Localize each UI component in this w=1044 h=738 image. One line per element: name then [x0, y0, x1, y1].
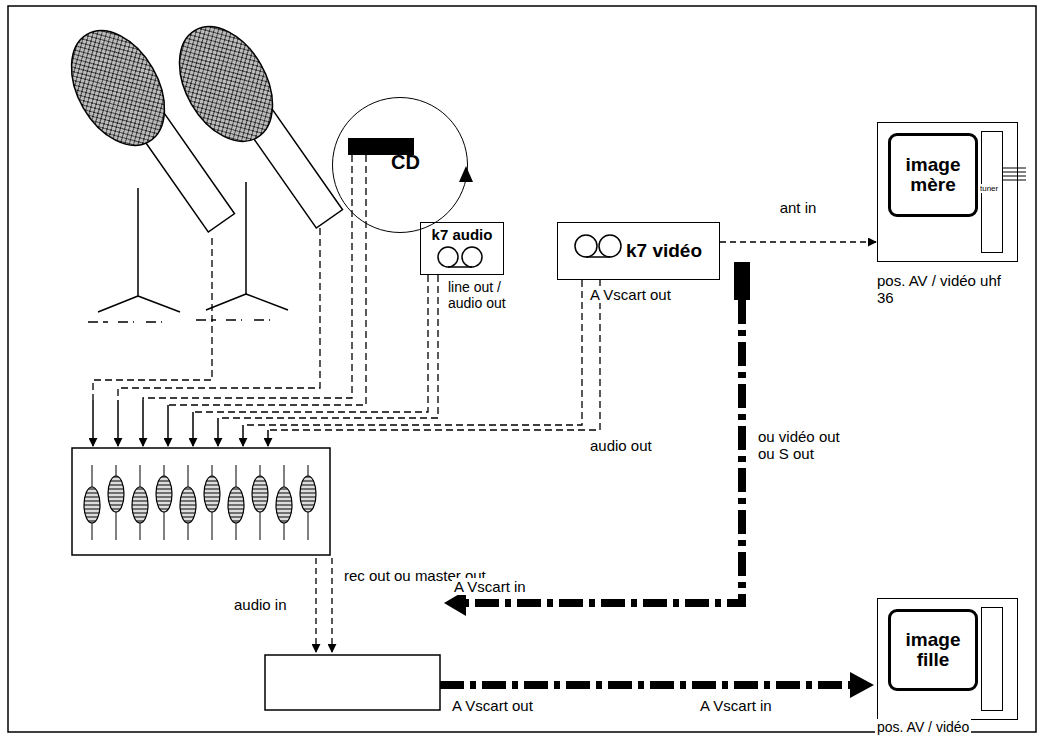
microphone-stand — [206, 182, 288, 310]
audio-cable — [268, 280, 600, 430]
port-label: audio in — [232, 596, 289, 613]
input-arrow — [92, 400, 94, 446]
node-label: k7 audio — [421, 227, 503, 243]
audio-cable — [93, 238, 212, 400]
tv-screen: image mère — [888, 133, 978, 217]
port-label: pos. AV / vidéo uhf 36 — [875, 272, 1004, 307]
input-arrow — [117, 400, 119, 446]
tape — [586, 256, 610, 258]
fader-knob — [84, 487, 100, 523]
port-label: audio out — [588, 437, 654, 454]
audio-cable — [243, 280, 582, 425]
audio-cable — [218, 275, 438, 418]
audio-cable — [118, 228, 320, 400]
fader-knob — [300, 476, 316, 512]
microphone — [160, 10, 342, 320]
port-label: pos. AV / vidéo — [875, 719, 971, 735]
mixing-desk — [72, 448, 330, 555]
video-cassette-player: k7 vidéo — [557, 222, 720, 280]
input-arrow — [192, 412, 194, 446]
fader-knob — [108, 476, 124, 512]
port-label: A Vscart out — [588, 286, 673, 303]
microphone-head — [52, 14, 183, 161]
port-label: ou vidéo out ou S out — [756, 428, 860, 463]
tv-control-panel — [981, 607, 1003, 711]
input-arrow — [242, 425, 244, 446]
reel — [462, 247, 482, 267]
audio-cable — [331, 558, 332, 652]
audio-cassette-deck: k7 audio — [420, 222, 504, 275]
fader-knob — [252, 476, 268, 512]
video-recorder — [265, 655, 440, 710]
antenna-cable — [720, 241, 876, 242]
scart-arrowhead — [850, 672, 874, 698]
microphone-base — [88, 321, 162, 323]
microphone-base — [196, 319, 270, 321]
input-arrow — [267, 430, 269, 446]
tv-screen: image fille — [888, 609, 978, 691]
frame-border — [8, 6, 1036, 732]
microphone-head — [160, 10, 291, 157]
port-label: line out / audio out — [446, 279, 534, 311]
scart-cable — [440, 681, 850, 689]
cassette-reels — [285, 235, 621, 694]
reel — [599, 235, 621, 257]
scart-plug — [734, 262, 750, 300]
cd-disc: CD — [332, 97, 468, 233]
fader-knob — [276, 487, 292, 523]
input-arrow — [142, 400, 144, 446]
reel — [438, 247, 458, 267]
node-label: CD — [391, 152, 420, 173]
fader-knob — [156, 476, 172, 512]
television: image fille — [877, 598, 1018, 720]
audio-cable — [143, 155, 352, 400]
fader-knob — [204, 476, 220, 512]
port-label: A Vscart in — [698, 697, 774, 714]
port-label: A Vscart in — [452, 578, 528, 595]
audio-cable — [193, 275, 428, 412]
fader-row — [84, 465, 316, 540]
port-label: A Vscart out — [450, 697, 535, 714]
port-label: tuner — [980, 184, 998, 193]
microphone-stand — [98, 188, 180, 312]
audio-cable — [315, 558, 316, 652]
fader-knob — [132, 487, 148, 523]
rotation-arrow — [459, 166, 473, 182]
audio-cables — [93, 155, 600, 430]
fader-knob — [180, 487, 196, 523]
input-arrow — [167, 405, 169, 446]
node-label: image fille — [893, 630, 973, 670]
mixer-inputs — [93, 400, 268, 446]
reel — [575, 235, 597, 257]
scart-cable — [462, 300, 742, 603]
node-label: k7 vidéo — [626, 241, 702, 261]
fader-knob — [228, 487, 244, 523]
tape — [448, 266, 472, 268]
audio-cable — [168, 155, 366, 405]
edge-label: ant in — [777, 199, 820, 216]
input-arrow — [217, 418, 219, 446]
mixer-output — [316, 558, 332, 652]
node-label: image mère — [893, 155, 973, 195]
